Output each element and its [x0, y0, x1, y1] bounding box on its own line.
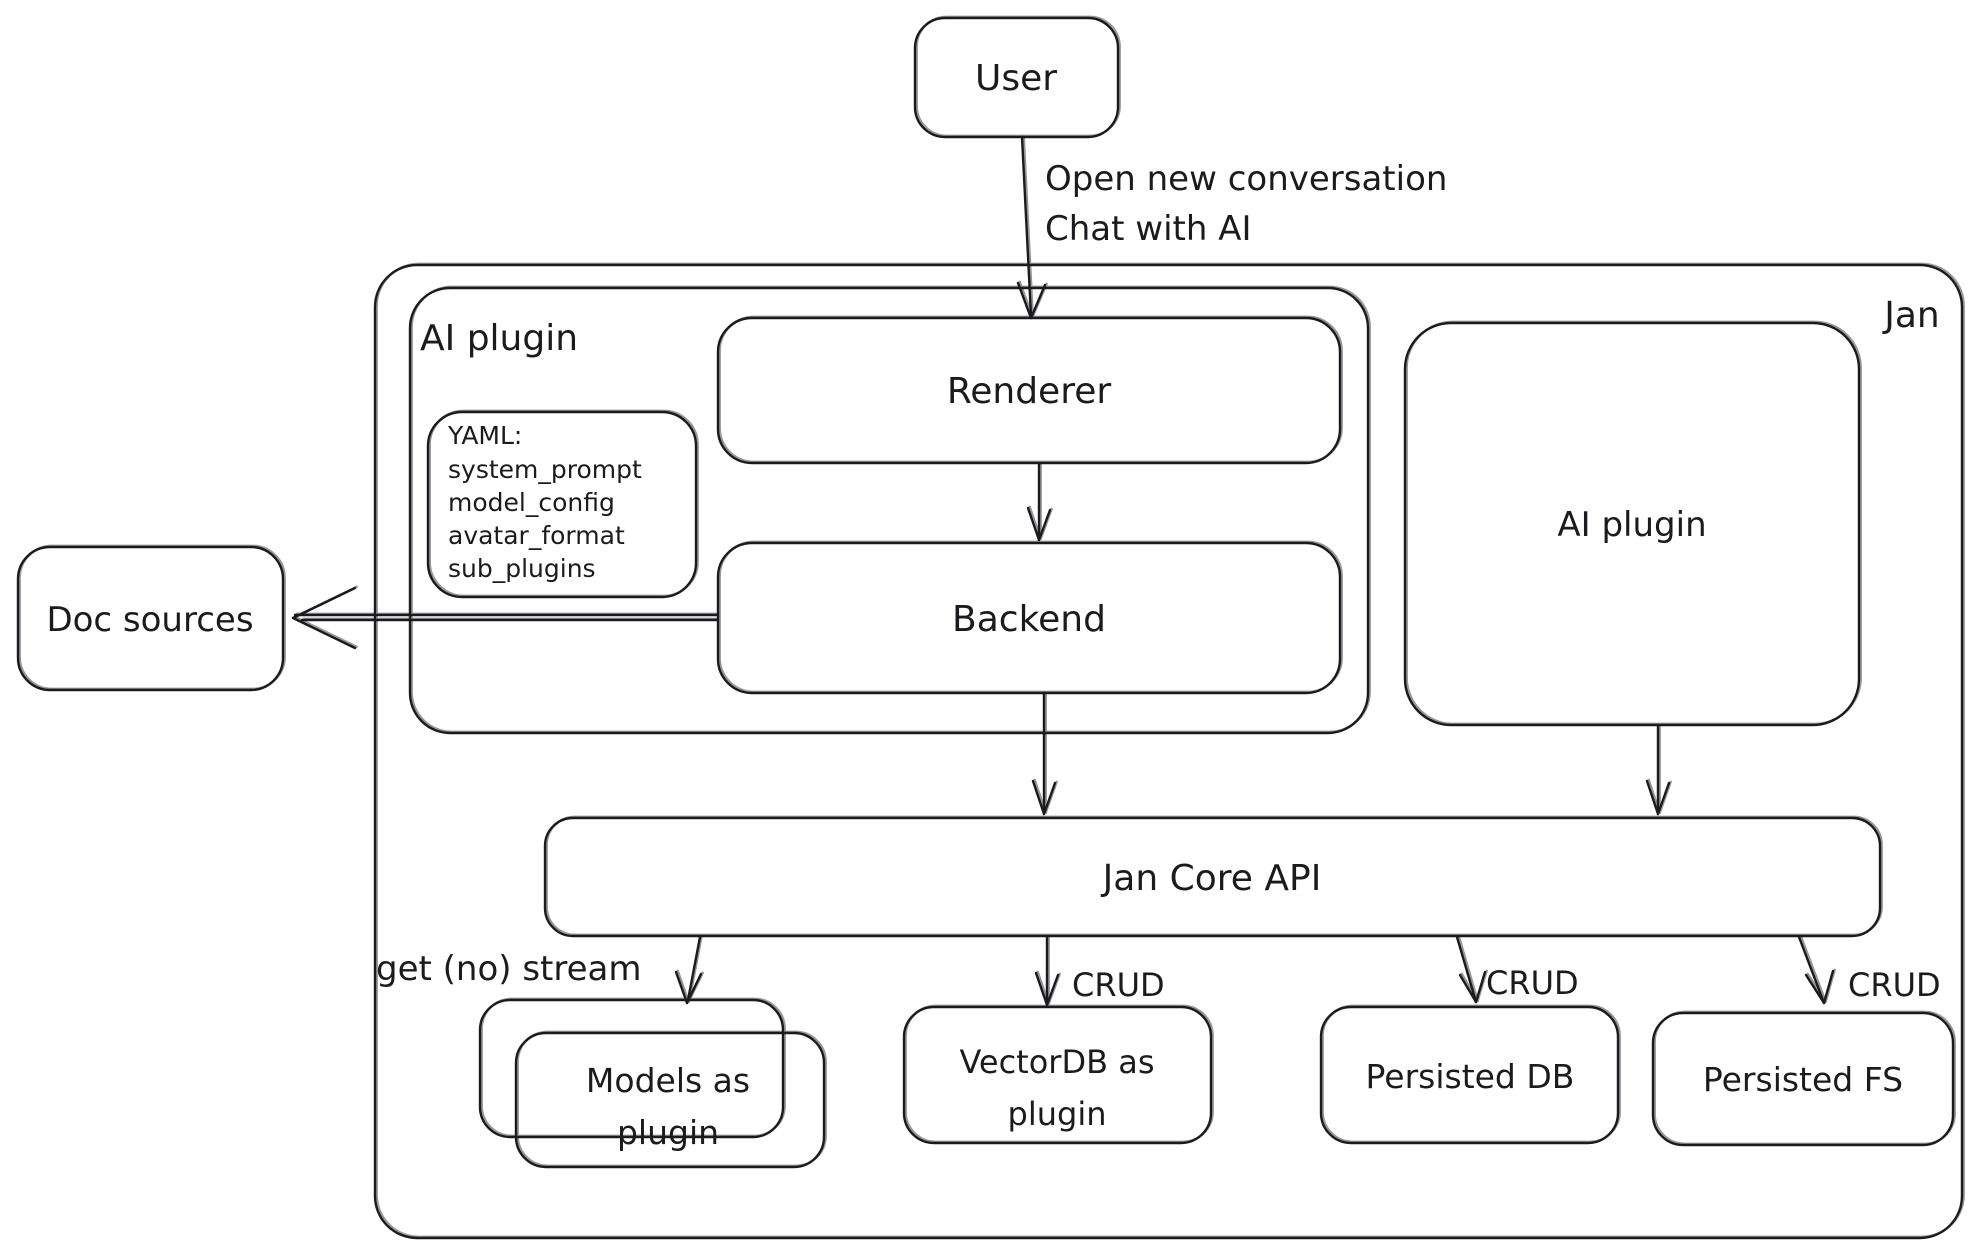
arrow-head — [291, 616, 357, 650]
user-edge-label-line1: Open new conversation — [1045, 159, 1447, 199]
arrow-head — [1026, 506, 1041, 542]
doc-sources-label: Doc sources — [46, 600, 253, 640]
arrow-shaft — [686, 935, 702, 1002]
arrow-jan-core-to-vectordb — [1034, 935, 1060, 1007]
jan-container-label: Jan — [1882, 295, 1940, 336]
crud-edge-label-vectordb: CRUD — [1072, 966, 1165, 1004]
arrow-jan-core-to-models — [674, 935, 703, 1005]
yaml-note-line: model_config — [448, 488, 615, 517]
arrow-head — [1016, 281, 1033, 320]
arrow-head — [1034, 971, 1049, 1007]
yaml-note-line: sub_plugins — [448, 554, 596, 583]
user-label: User — [975, 58, 1057, 99]
arrow-head — [1645, 779, 1660, 816]
vectordb-plugin-label-line1: VectorDB as — [959, 1043, 1154, 1081]
persisted-db-label: Persisted DB — [1366, 1057, 1575, 1096]
backend-label: Backend — [952, 599, 1106, 640]
get-no-stream-edge-label: get (no) stream — [376, 949, 641, 989]
arrow-head — [1031, 779, 1046, 816]
yaml-note-line: system_prompt — [448, 455, 642, 484]
jan-core-api-label: Jan Core API — [1101, 858, 1322, 899]
arrow-head — [1458, 973, 1478, 1004]
arrow-head — [1822, 969, 1835, 1005]
models-plugin-label-line1: Models as — [586, 1061, 750, 1100]
ai-plugin-right-label: AI plugin — [1557, 505, 1706, 545]
crud-edge-label-persisted-fs: CRUD — [1848, 966, 1941, 1004]
models-plugin-label-line2: plugin — [617, 1113, 719, 1152]
persisted-fs-label: Persisted FS — [1703, 1060, 1903, 1099]
renderer-label: Renderer — [947, 371, 1112, 412]
diagram-labels: User Open new conversation Chat with AI … — [46, 58, 1940, 1152]
arrow-renderer-to-backend — [1026, 462, 1052, 542]
ai-plugin-left-label: AI plugin — [420, 318, 578, 359]
user-edge-label-line2: Chat with AI — [1045, 209, 1252, 249]
yaml-note-line: avatar_format — [448, 521, 625, 550]
crud-edge-label-persisted-db: CRUD — [1486, 964, 1579, 1002]
arrow-head — [1804, 973, 1826, 1005]
arrow-ai-plugin-right-to-jan-core — [1645, 725, 1671, 816]
yaml-note-line: YAML: — [447, 421, 522, 450]
vectordb-plugin-label-line2: plugin — [1008, 1095, 1107, 1133]
